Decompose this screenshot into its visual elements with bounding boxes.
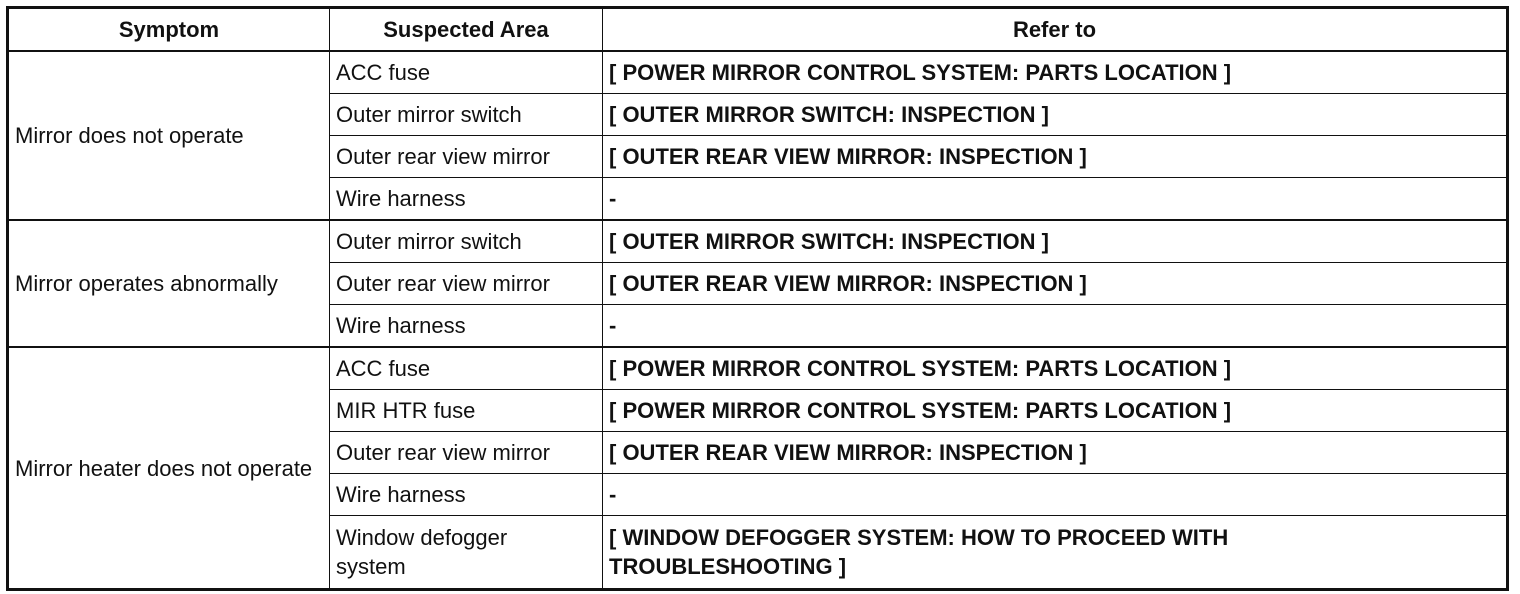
table-row: Mirror operates abnormally Outer mirror …	[7, 219, 1508, 348]
suspected-area-cell: Wire harness	[329, 473, 603, 516]
table-row: Window defogger system [ WINDOW DEFOGGER…	[8, 515, 1508, 590]
refer-to-cell: [ WINDOW DEFOGGER SYSTEM: HOW TO PROCEED…	[602, 515, 1508, 590]
header-symptom: Symptom	[7, 7, 330, 52]
suspected-area-cell: ACC fuse	[329, 346, 603, 390]
symptom-cell: Mirror heater does not operate	[7, 346, 330, 590]
troubleshooting-table: Symptom Suspected Area Refer to Mirror d…	[6, 6, 1509, 591]
refer-to-cell: [ OUTER MIRROR SWITCH: INSPECTION ]	[602, 219, 1508, 263]
table-row: Mirror does not operate ACC fuse [ POWER…	[7, 50, 1508, 221]
refer-to-cell: [ OUTER REAR VIEW MIRROR: INSPECTION ]	[602, 262, 1508, 305]
table-row: Outer rear view mirror [ OUTER REAR VIEW…	[8, 262, 1508, 305]
suspected-area-cell: MIR HTR fuse	[329, 389, 603, 432]
suspected-area-cell: Window defogger system	[329, 515, 603, 590]
header-refer-to: Refer to	[602, 7, 1508, 52]
header-suspected-area: Suspected Area	[329, 7, 603, 52]
symptom-cell: Mirror operates abnormally	[7, 219, 330, 348]
refer-to-cell: -	[602, 473, 1508, 516]
refer-to-cell: -	[602, 304, 1508, 348]
refer-to-cell: -	[602, 177, 1508, 221]
table-row: Wire harness -	[8, 473, 1508, 516]
table-row: MIR HTR fuse [ POWER MIRROR CONTROL SYST…	[8, 389, 1508, 432]
refer-to-cell: [ POWER MIRROR CONTROL SYSTEM: PARTS LOC…	[602, 389, 1508, 432]
suspected-area-cell: Outer rear view mirror	[329, 135, 603, 178]
refer-to-cell: [ OUTER MIRROR SWITCH: INSPECTION ]	[602, 93, 1508, 136]
table-row: Wire harness -	[8, 177, 1508, 221]
refer-to-cell: [ POWER MIRROR CONTROL SYSTEM: PARTS LOC…	[602, 346, 1508, 390]
suspected-area-cell: Wire harness	[329, 177, 603, 221]
suspected-area-cell: Wire harness	[329, 304, 603, 348]
refer-to-cell: [ POWER MIRROR CONTROL SYSTEM: PARTS LOC…	[602, 50, 1508, 94]
suspected-area-cell: Outer rear view mirror	[329, 431, 603, 474]
symptom-cell: Mirror does not operate	[7, 50, 330, 221]
table-row: Outer rear view mirror [ OUTER REAR VIEW…	[8, 135, 1508, 178]
suspected-area-cell: Outer rear view mirror	[329, 262, 603, 305]
table-header-row: Symptom Suspected Area Refer to	[7, 7, 1508, 52]
suspected-area-cell: ACC fuse	[329, 50, 603, 94]
suspected-area-cell: Outer mirror switch	[329, 93, 603, 136]
refer-to-cell: [ OUTER REAR VIEW MIRROR: INSPECTION ]	[602, 431, 1508, 474]
refer-to-cell: [ OUTER REAR VIEW MIRROR: INSPECTION ]	[602, 135, 1508, 178]
table-row: Outer mirror switch [ OUTER MIRROR SWITC…	[8, 93, 1508, 136]
suspected-area-cell: Outer mirror switch	[329, 219, 603, 263]
table-row: Mirror heater does not operate ACC fuse …	[7, 346, 1508, 590]
